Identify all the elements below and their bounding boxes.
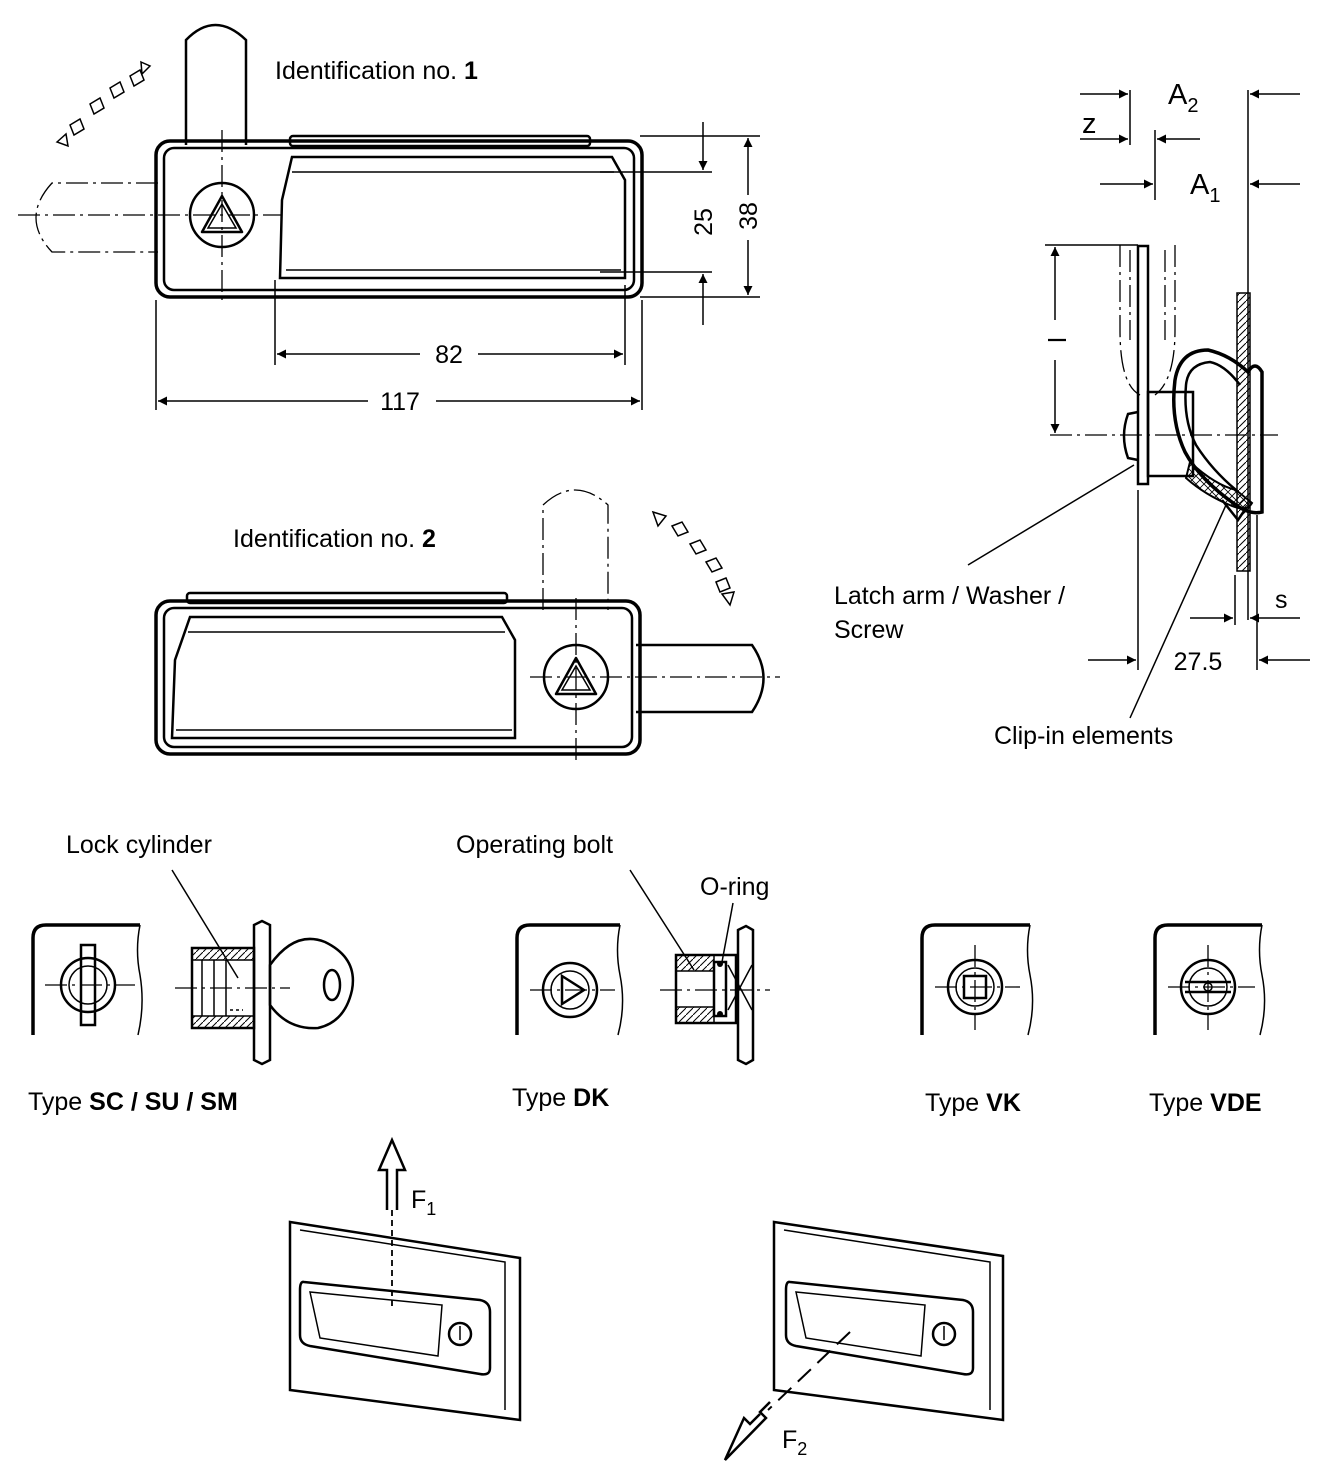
force-f2-label: F2 <box>782 1426 807 1459</box>
dimension-l: l <box>1044 337 1072 343</box>
dimension-a1: A1 <box>1190 169 1220 207</box>
dimension-82: 82 <box>435 341 463 369</box>
force-f1-illustration: F1 <box>288 1136 522 1422</box>
identification-1-label: Identification no. 1 <box>275 57 478 85</box>
dimension-117: 117 <box>380 388 420 416</box>
dimension-a2: A2 <box>1168 79 1198 117</box>
latch-arm-label-line2: Screw <box>834 616 904 644</box>
dimension-z: z <box>1082 108 1097 140</box>
latch-arm-label: Latch arm / Washer / <box>834 582 1065 610</box>
type-dk: Operating bolt O-ring Type DK <box>456 831 770 1112</box>
type-dk-label: Type DK <box>512 1084 609 1112</box>
force-f2-illustration: F2 <box>723 1220 1005 1461</box>
lock-cylinder-label: Lock cylinder <box>66 831 212 859</box>
type-sc-su-sm: Lock cylinder Type SC / SU / SM <box>28 831 355 1116</box>
type-vde-label: Type VDE <box>1149 1089 1262 1117</box>
type-vde: Type VDE <box>1149 923 1266 1117</box>
view-identification-2: Identification no. 2 <box>154 489 780 760</box>
type-sc-su-sm-label: Type SC / SU / SM <box>28 1088 238 1116</box>
dimension-38: 38 <box>735 202 763 230</box>
rotation-indicator-1 <box>55 60 152 148</box>
dimension-27-5: 27.5 <box>1174 648 1223 676</box>
identification-2-label: Identification no. 2 <box>233 525 436 553</box>
side-section-view: l z A2 A1 s 27.5 Latch arm / Washer / Sc… <box>834 79 1310 750</box>
dimension-25: 25 <box>690 208 718 236</box>
view-identification-1: Identification no. 1 25 38 82 117 <box>18 23 763 416</box>
force-f1-label: F1 <box>411 1186 436 1219</box>
dimension-s: s <box>1275 586 1288 614</box>
type-vk: Type VK <box>920 923 1034 1117</box>
clip-in-elements-label: Clip-in elements <box>994 722 1173 750</box>
type-vk-label: Type VK <box>925 1089 1021 1117</box>
o-ring-label: O-ring <box>700 873 769 901</box>
rotation-indicator-2 <box>651 510 736 607</box>
operating-bolt-label: Operating bolt <box>456 831 613 859</box>
